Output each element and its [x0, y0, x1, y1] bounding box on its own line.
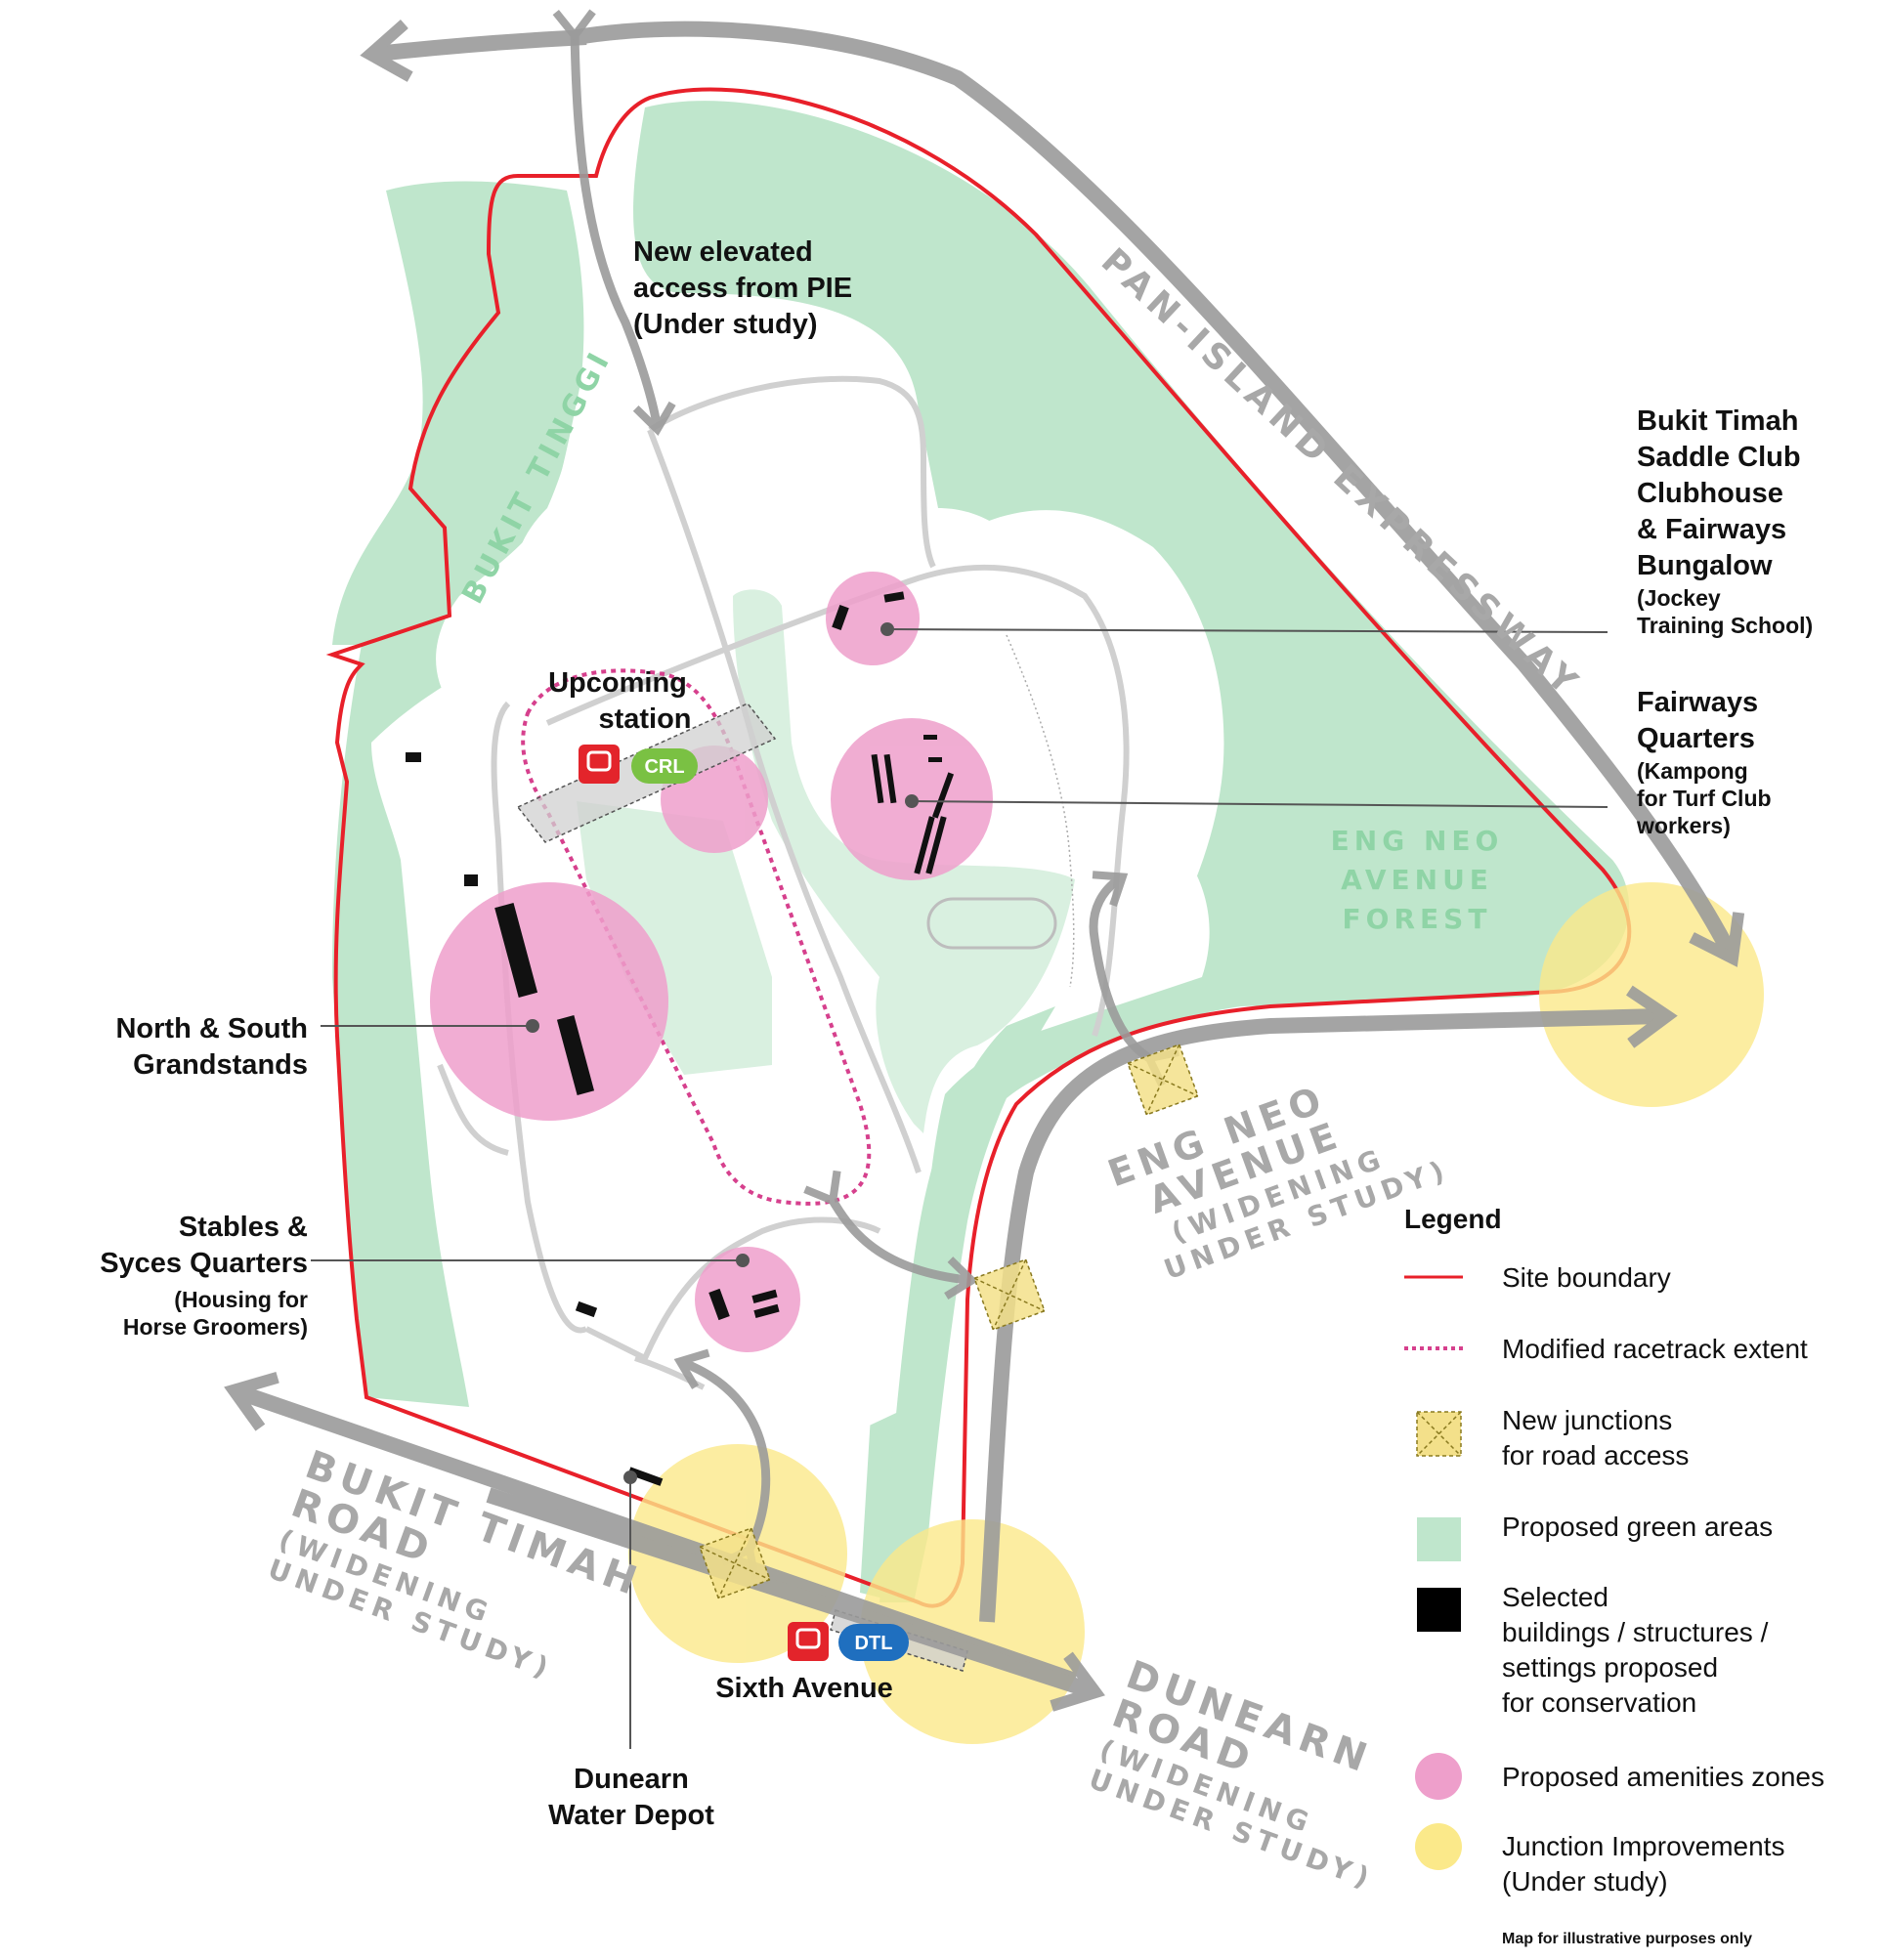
crl-station-badge: CRL	[579, 745, 698, 784]
illustrative-note: Map for illustrative purposes only	[1502, 1931, 1752, 1947]
svg-text:Dunearn: Dunearn	[574, 1764, 689, 1795]
legend-item-label: for conservation	[1502, 1687, 1696, 1718]
stables-label: Stables & Syces Quarters (Housing for Ho…	[100, 1212, 308, 1340]
legend-item-label: Proposed green areas	[1502, 1512, 1773, 1542]
svg-text:Training School): Training School)	[1637, 613, 1813, 638]
training-path	[1006, 634, 1075, 988]
svg-text:Horse Groomers): Horse Groomers)	[123, 1314, 308, 1340]
pie-arrow	[575, 21, 1730, 953]
conservation-swatch-icon	[1417, 1588, 1461, 1632]
infield-access-arrow	[803, 1170, 979, 1300]
infield-green	[733, 589, 1075, 1133]
upcoming-station-label: Upcoming station	[548, 667, 691, 735]
svg-text:(Under study): (Under study)	[633, 309, 818, 340]
svg-text:& Fairways: & Fairways	[1637, 514, 1786, 545]
svg-text:Stables &: Stables &	[179, 1212, 308, 1243]
legend-item-label: settings proposed	[1502, 1652, 1718, 1683]
svg-text:(Kampong: (Kampong	[1637, 758, 1748, 784]
legend-item-label: buildings / structures /	[1502, 1617, 1769, 1647]
legend-item-label: New junctions	[1502, 1405, 1672, 1435]
legend-item-label: for road access	[1502, 1440, 1689, 1470]
svg-text:access from PIE: access from PIE	[633, 273, 852, 304]
svg-text:Bungalow: Bungalow	[1637, 550, 1773, 581]
svg-text:Bukit Timah: Bukit Timah	[1637, 405, 1798, 437]
sixth-avenue-label: Sixth Avenue	[715, 1673, 893, 1704]
mrt-icon	[788, 1622, 829, 1661]
svg-text:AVENUE: AVENUE	[1341, 864, 1493, 896]
dunearn-arrow	[486, 1487, 1090, 1690]
saddle-club-label: Bukit Timah Saddle Club Clubhouse & Fair…	[1637, 405, 1813, 638]
callout-lines	[311, 622, 1608, 1749]
green-areas	[332, 101, 1630, 1603]
water-depot-label: Dunearn Water Depot	[548, 1764, 714, 1831]
conservation-buildings	[406, 591, 955, 1486]
svg-text:North & South: North & South	[115, 1013, 308, 1044]
amenity-zones	[430, 572, 993, 1352]
legend-title: Legend	[1404, 1204, 1502, 1234]
grandstands-label: North & South Grandstands	[115, 1013, 308, 1081]
bukit-tinggi-green	[633, 101, 1630, 1603]
access-arrows	[552, 9, 1179, 1580]
dunearn-road-label: DUNEARN ROAD (WIDENING UNDER STUDY)	[1085, 1652, 1379, 1896]
dtl-station-badge: DTL	[788, 1622, 909, 1661]
new-junction-swatch-icon	[1416, 1411, 1462, 1457]
crl-badge-label: CRL	[644, 756, 684, 778]
modified-racetrack-extent	[521, 668, 872, 1206]
sixth-ave-access-arrow	[673, 1348, 771, 1580]
legend-item-label: Selected	[1502, 1582, 1608, 1612]
svg-text:workers): workers)	[1636, 813, 1731, 838]
pie-access-arrow	[552, 9, 676, 436]
svg-text:(Housing for: (Housing for	[174, 1287, 308, 1312]
west-green-strip	[332, 181, 584, 1407]
fairways-quarters-label: Fairways Quarters (Kampong for Turf Club…	[1636, 687, 1772, 838]
svg-text:station: station	[598, 703, 691, 735]
svg-text:Saddle Club: Saddle Club	[1637, 442, 1801, 473]
svg-text:New elevated: New elevated	[633, 236, 813, 268]
infield-green-west	[577, 801, 772, 1075]
svg-text:Quarters: Quarters	[1637, 723, 1755, 754]
eng-neo-forest-label: ENG NEO AVENUE FOREST	[1331, 825, 1504, 935]
training-oval	[926, 897, 1057, 950]
legend-item-label: (Under study)	[1502, 1866, 1668, 1896]
eng-neo-access-arrow	[1089, 871, 1179, 1087]
svg-text:(Jockey: (Jockey	[1637, 585, 1721, 611]
svg-text:Syces Quarters: Syces Quarters	[100, 1248, 308, 1279]
legend-item-label: Proposed amenities zones	[1502, 1762, 1824, 1792]
svg-text:FOREST: FOREST	[1343, 903, 1492, 935]
svg-text:Grandstands: Grandstands	[133, 1049, 308, 1081]
legend: Legend Site boundary Modified racetrack …	[1404, 1204, 1824, 1947]
amenity-zone-swatch-icon	[1415, 1753, 1462, 1800]
mrt-icon	[579, 745, 620, 784]
dtl-badge-label: DTL	[855, 1633, 893, 1654]
pie-access-label: New elevated access from PIE (Under stud…	[633, 236, 852, 340]
svg-text:Clubhouse: Clubhouse	[1637, 478, 1783, 509]
svg-text:for Turf Club: for Turf Club	[1637, 786, 1772, 811]
new-junctions	[699, 1044, 1199, 1599]
legend-item-label: Junction Improvements	[1502, 1831, 1784, 1861]
green-area-swatch-icon	[1417, 1517, 1461, 1561]
junction-improvement-swatch-icon	[1415, 1823, 1462, 1870]
svg-text:Upcoming: Upcoming	[548, 667, 687, 699]
legend-item-label: Site boundary	[1502, 1262, 1671, 1293]
pie-arrow-west	[376, 37, 587, 54]
svg-text:Fairways: Fairways	[1637, 687, 1758, 718]
svg-text:ENG NEO: ENG NEO	[1331, 825, 1504, 857]
eng-neo-strip-green	[879, 1006, 1055, 1602]
legend-item-label: Modified racetrack extent	[1502, 1334, 1808, 1364]
svg-text:Water Depot: Water Depot	[548, 1800, 714, 1831]
